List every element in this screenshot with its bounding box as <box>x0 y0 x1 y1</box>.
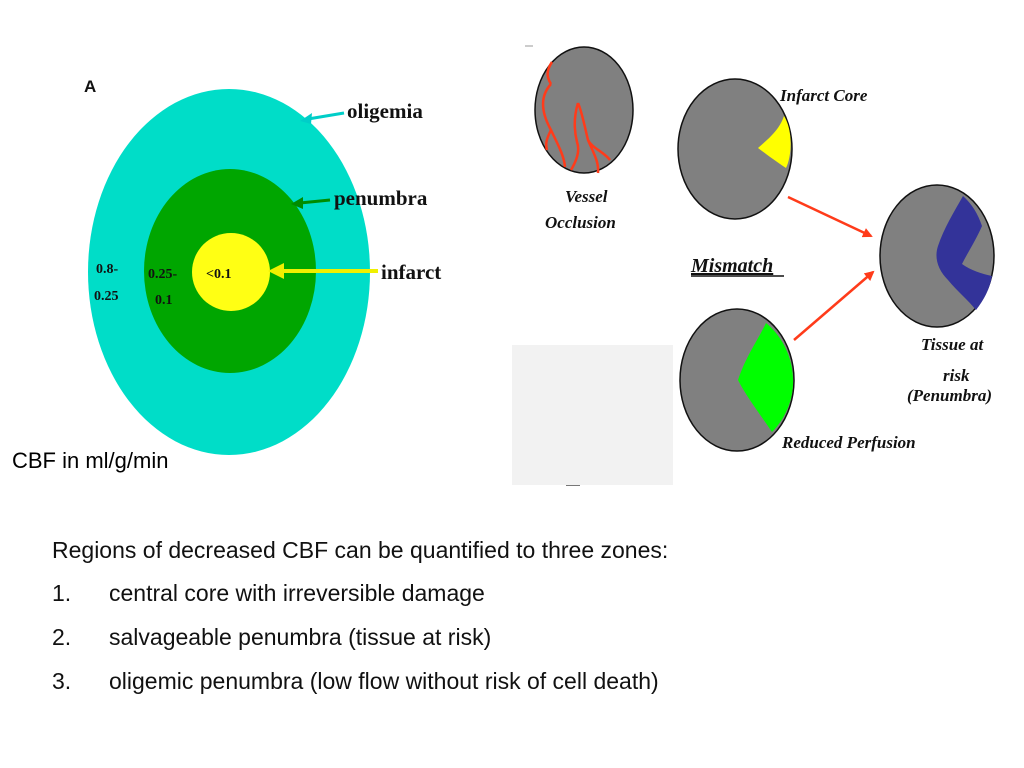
zone-number: 2. <box>52 624 72 650</box>
penumbra-arrowhead <box>291 197 303 209</box>
penumbra-arrow <box>299 198 331 205</box>
reduced-perfusion-label: Reduced Perfusion <box>781 433 916 452</box>
outer-value-line2: 0.25 <box>94 289 119 304</box>
mid-value-line2: 0.1 <box>155 293 173 308</box>
zone-text: central core with irreversible damage <box>109 580 485 606</box>
vessel-lines <box>541 61 611 174</box>
zone-number: 3. <box>52 668 72 694</box>
vessel-label-1: Vessel <box>565 187 608 206</box>
perfusion-region <box>738 323 794 432</box>
oligemia-arrowhead <box>300 113 312 124</box>
tissue-label-3: (Penumbra) <box>907 386 992 405</box>
tissue-label-1: Tissue at <box>921 335 984 354</box>
core-to-risk-arrow <box>787 195 873 238</box>
infarct-arrowhead <box>268 263 284 279</box>
oligemia-label: oligemia <box>347 99 423 123</box>
infarct-label: infarct <box>381 260 441 284</box>
zone-number: 1. <box>52 580 72 606</box>
core-value: <0.1 <box>206 267 231 282</box>
vessel-label-2: Occlusion <box>545 213 616 232</box>
blank-placeholder-box <box>512 345 673 485</box>
zone-text: salvageable penumbra (tissue at risk) <box>109 624 492 650</box>
mid-value-line1: 0.25- <box>148 267 178 282</box>
infarct-core-region <box>758 116 791 168</box>
outer-value-line1: 0.8- <box>96 262 119 277</box>
cbf-unit-caption: CBF in ml/g/min <box>12 448 169 473</box>
infarct-zone <box>192 233 270 311</box>
penumbra-region <box>936 196 992 310</box>
infarct-core-label: Infarct Core <box>779 86 868 105</box>
zone-text: oligemic penumbra (low flow without risk… <box>109 668 659 694</box>
tissue-label-2: risk <box>943 366 970 385</box>
vessel-brain <box>534 46 634 174</box>
infarct-core-brain <box>677 78 793 220</box>
mismatch-label: Mismatch <box>690 255 773 277</box>
panel-a-label: A <box>84 77 96 96</box>
penumbra-label: penumbra <box>334 186 428 210</box>
perfusion-to-risk-arrow <box>793 270 875 341</box>
oligemia-arrow <box>307 111 345 121</box>
intro-text: Regions of decreased CBF can be quantifi… <box>52 537 669 563</box>
